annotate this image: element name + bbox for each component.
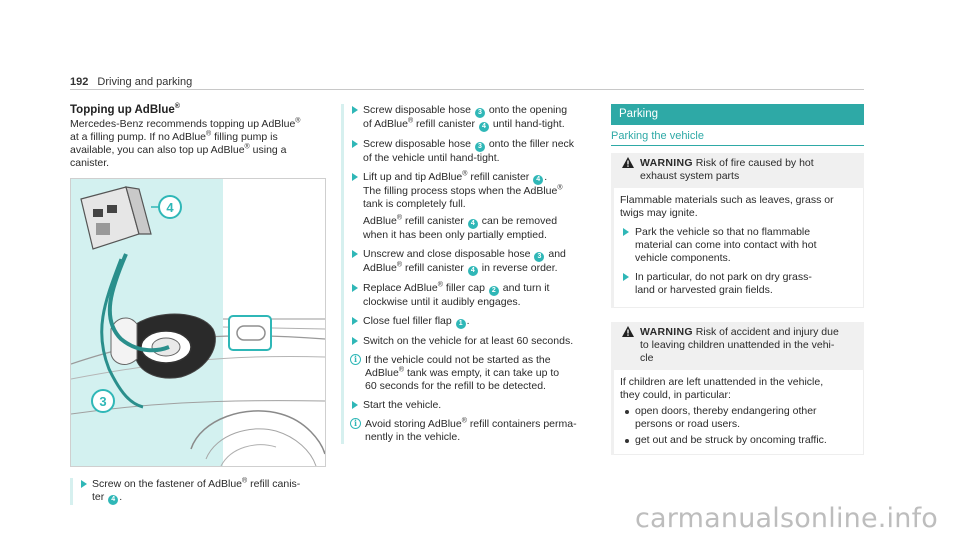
badge-4: 4 (108, 495, 119, 505)
badge-4: 4 (467, 266, 478, 276)
arrow-right-icon (352, 317, 358, 325)
bullet-dot (625, 439, 629, 443)
refill-illustration: 4 3 (70, 178, 326, 467)
section-heading: Topping up AdBlue® (70, 103, 180, 116)
info-icon: i (350, 418, 361, 429)
step-lift-tip: Lift up and tip AdBlue® refill canister … (350, 171, 603, 242)
step-bar: Screw on the fastener of AdBlue® refill … (70, 478, 326, 505)
subsection-title: Parking the vehicle (611, 130, 864, 146)
chapter-title: Driving and parking (97, 76, 193, 88)
arrow-right-icon (352, 337, 358, 345)
warning-body: If children are left unattended in the v… (614, 370, 864, 455)
column-3: Parking Parking the vehicle WARNING Risk… (611, 104, 864, 469)
step-screw-fastener: Screw on the fastener of AdBlue® refill … (79, 478, 326, 505)
badge-2: 2 (488, 286, 499, 296)
step-screw-hose-opening: Screw disposable hose 3 onto the opening… (350, 104, 603, 132)
intro-text: Mercedes-Benz recommends topping up AdBl… (70, 117, 301, 170)
arrow-right-icon (352, 284, 358, 292)
warning-label: WARNING (640, 157, 693, 169)
badge-4: 4 (533, 175, 544, 185)
arrow-right-icon (623, 228, 629, 236)
step-close-flap: Close fuel filler flap 1. (350, 315, 603, 329)
arrow-right-icon (352, 106, 358, 114)
step-start: Start the vehicle. (350, 399, 603, 412)
page-number: 192 (70, 76, 89, 88)
warning-triangle-icon (622, 157, 634, 168)
note-detection: i If the vehicle could not be started as… (350, 354, 603, 393)
watermark: carmanualsonline.info (635, 503, 938, 534)
adblue-refill-drawing: 4 3 (71, 179, 325, 466)
arrow-right-icon (352, 140, 358, 148)
badge-4: 4 (478, 122, 489, 132)
warning-header: WARNING Risk of accident and injury due … (614, 322, 864, 370)
warning-triangle-icon (622, 326, 634, 337)
bullet-traffic: get out and be struck by oncoming traffi… (620, 434, 857, 447)
warning-children: WARNING Risk of accident and injury due … (611, 322, 864, 455)
note-storage: i Avoid storing AdBlue® refill container… (350, 418, 603, 444)
badge-3: 3 (474, 108, 485, 118)
warning-header: WARNING Risk of fire caused by hot exhau… (614, 153, 864, 188)
header-rule (70, 89, 864, 90)
column-1: Topping up AdBlue® Mercedes-Benz recomme… (70, 103, 326, 511)
callout-3: 3 (99, 394, 106, 409)
arrow-right-icon (623, 273, 629, 281)
arrow-right-icon (352, 173, 358, 181)
arrow-right-icon (352, 250, 358, 258)
warning-body: Flammable materials such as leaves, gras… (614, 188, 864, 308)
warning-fire: WARNING Risk of fire caused by hot exhau… (611, 153, 864, 308)
step-unscrew: Unscrew and close disposable hose 3 and … (350, 248, 603, 276)
step-screw-hose-neck: Screw disposable hose 3 onto the filler … (350, 138, 603, 165)
warning-label: WARNING (640, 326, 693, 338)
badge-4: 4 (467, 219, 478, 229)
step-bar: Screw disposable hose 3 onto the opening… (341, 104, 603, 444)
callout-4: 4 (166, 200, 174, 215)
badge-3: 3 (534, 252, 545, 262)
section-title-parking: Parking (611, 104, 864, 125)
arrow-right-icon (81, 480, 87, 488)
step-park-no-flammable: Park the vehicle so that no flammable ma… (620, 226, 857, 265)
page-header: 192 Driving and parking (70, 76, 192, 89)
step-switch-on: Switch on the vehicle for at least 60 se… (350, 335, 603, 348)
step-no-dry-grass: In particular, do not park on dry grass-… (620, 271, 857, 297)
bullet-open-doors: open doors, thereby endangering other pe… (620, 405, 857, 431)
step-replace-cap: Replace AdBlue® filler cap 2 and turn it… (350, 282, 603, 309)
arrow-right-icon (352, 401, 358, 409)
column-2: Screw disposable hose 3 onto the opening… (341, 104, 603, 450)
badge-1: 1 (455, 319, 466, 329)
info-icon: i (350, 354, 361, 365)
bullet-dot (625, 410, 629, 414)
badge-3: 3 (474, 142, 485, 152)
